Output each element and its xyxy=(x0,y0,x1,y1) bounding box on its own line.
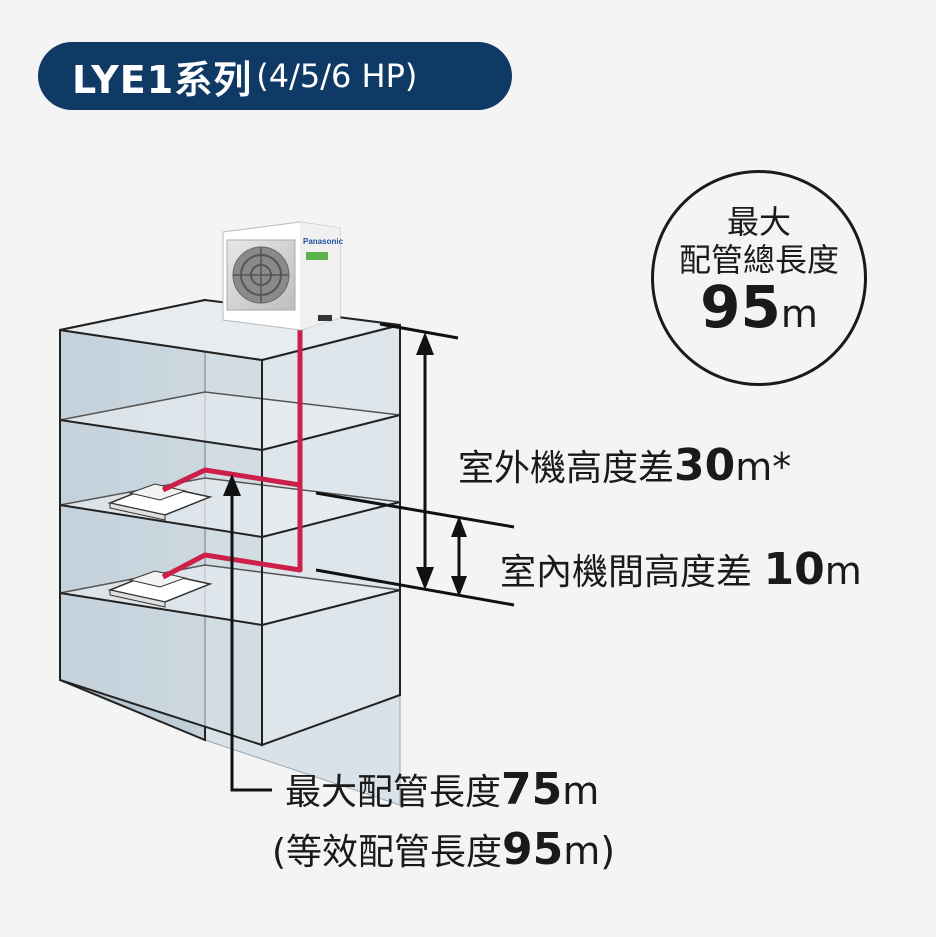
outdoor-unit: Panasonic xyxy=(222,221,344,331)
outdoor-height-diff-unit: m* xyxy=(735,445,792,489)
outdoor-diff-arrow-bottom xyxy=(416,567,434,590)
equivalent-length-value: 95 xyxy=(502,824,564,875)
series-title-badge: LYE1系列 (4/5/6 HP) xyxy=(38,42,512,110)
total-piping-number: 95 xyxy=(700,273,781,341)
max-piping-length-unit: m xyxy=(562,769,600,813)
indoor-height-diff-text: 室內機間高度差 xyxy=(500,552,764,593)
outdoor-height-diff-label: 室外機高度差30m* xyxy=(458,444,791,488)
equivalent-length-unit: m) xyxy=(563,829,616,873)
outdoor-top-ref-line xyxy=(379,322,459,340)
total-piping-line2: 配管總長度 xyxy=(678,241,839,279)
refrigerant-pipe xyxy=(161,330,303,580)
indoor-unit-upper xyxy=(107,483,213,521)
outdoor-unit-brand: Panasonic xyxy=(303,237,344,246)
max-length-arrow xyxy=(223,474,241,496)
series-title: LYE1系列 xyxy=(72,57,253,102)
indoor-diff-arrow-bottom xyxy=(451,576,467,597)
max-piping-length-label: 最大配管長度75m xyxy=(285,768,599,812)
max-length-leader xyxy=(230,490,272,792)
lower-floor-ref-line xyxy=(315,568,515,607)
indoor-height-diff-label: 室內機間高度差 10m xyxy=(500,548,862,592)
total-piping-badge: 最大 配管總長度 95m xyxy=(651,170,867,386)
equivalent-length-text: (等效配管長度 xyxy=(272,832,503,873)
total-piping-line1: 最大 xyxy=(726,203,791,241)
dimension-lines xyxy=(230,322,515,792)
max-piping-length-text: 最大配管長度 xyxy=(285,772,502,813)
building-right-wall xyxy=(261,323,401,747)
indoor-height-diff-unit: m xyxy=(824,549,862,593)
equivalent-length-label: (等效配管長度95m) xyxy=(272,828,615,872)
indoor-height-diff-value: 10 xyxy=(763,544,825,595)
outdoor-height-diff-text: 室外機高度差 xyxy=(458,448,675,489)
building xyxy=(59,298,401,806)
outdoor-height-diff-value: 30 xyxy=(674,440,736,491)
upper-floor-ref-line xyxy=(315,491,515,529)
total-piping-unit: m xyxy=(780,292,818,336)
indoor-diff-arrow-top xyxy=(451,516,467,537)
series-hp-range: (4/5/6 HP) xyxy=(256,57,418,95)
outdoor-diff-arrow-top xyxy=(416,332,434,355)
total-piping-value: 95m xyxy=(654,273,864,341)
max-piping-length-value: 75 xyxy=(501,764,563,815)
